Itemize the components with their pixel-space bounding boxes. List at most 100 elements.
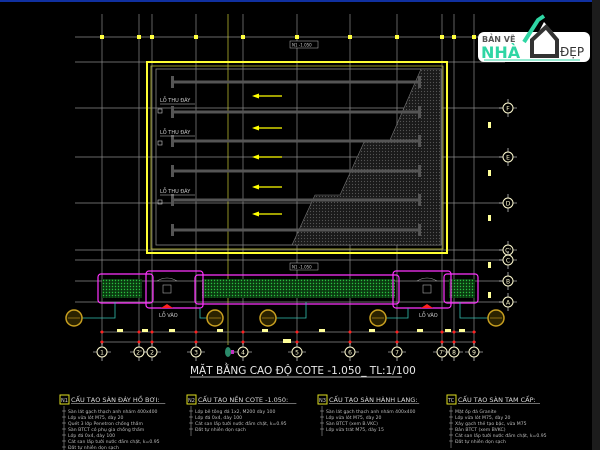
dimension-tick — [440, 340, 444, 344]
axis-bubble-icon — [502, 102, 514, 114]
note-title: CẤU TẠO SÀN ĐÁY HỒ BƠI: — [71, 394, 160, 404]
pool-lane-end — [171, 135, 174, 147]
axis-label: E — [506, 155, 510, 162]
axis-bubble-icon — [291, 346, 303, 358]
dimension-tick — [100, 340, 104, 344]
drain-label: LỖ THU ĐÁY — [160, 128, 191, 136]
logo-text-ban-ve: BẢN VẼ — [482, 33, 515, 44]
axis-label: 2' — [136, 350, 142, 357]
level-tag: N1 -1.050 — [292, 265, 312, 270]
note-line: Đất tự nhiên dọn sạch — [68, 444, 119, 450]
dimension-tick — [295, 330, 299, 334]
logo-text-dep: ĐẸP — [560, 45, 584, 59]
axis-label: 7 — [395, 350, 399, 357]
axis-label: 9 — [472, 350, 476, 357]
note-title: CẤU TẠO SÀN HÀNH LANG: — [329, 394, 418, 404]
note-line: Mặt ốp đá Granite — [455, 408, 497, 415]
flow-arrow-icon — [252, 93, 259, 99]
axis-bubble-icon — [344, 346, 356, 358]
dimension-tick — [440, 330, 444, 334]
corridor-outline — [443, 273, 479, 304]
pool-lane-bar — [172, 80, 420, 84]
axis-bubble-icon — [502, 296, 514, 308]
dimension-tick — [137, 330, 141, 334]
axis-label: 2 — [150, 350, 154, 357]
dimension-tick — [452, 340, 456, 344]
pool-lane-end — [171, 224, 174, 236]
dimension-text-mark — [262, 329, 268, 332]
pool-lane-bar — [172, 169, 420, 173]
drawing-title: MẶT BẰNG CAO ĐỘ COTE -1.050_ TL:1/100 — [190, 363, 416, 377]
drain-label: LỖ THU ĐÁY — [160, 96, 191, 104]
pool-lane-end — [418, 194, 421, 206]
logo: BẢN VẼ NHÀ ĐẸP — [478, 14, 590, 62]
axis-label: 4 — [241, 350, 245, 357]
dimension-text-mark — [217, 329, 223, 332]
pool-lane-end — [171, 106, 174, 118]
level-tag-box — [289, 40, 319, 49]
note-tag-box — [317, 394, 328, 405]
column-marker — [100, 35, 104, 39]
inlet-marker-icon — [421, 304, 433, 308]
note-line: Sàn lát gạch thạch anh nhám 400x400 — [326, 408, 416, 415]
pool-lane-end — [171, 76, 174, 88]
flow-arrow-icon — [252, 184, 259, 190]
note-tag: N1 — [61, 398, 68, 404]
axis-label: C — [506, 258, 510, 265]
note-title: CẤU TẠO NỀN COTE -1.050: — [198, 394, 288, 404]
corridor-outline — [194, 274, 400, 305]
dimension-text-mark — [459, 329, 465, 332]
column-marker — [472, 35, 476, 39]
axis-bubble-icon — [96, 346, 108, 358]
note-line: Cát san lấp tưới nước đầm chặt, k=0.95 — [195, 419, 287, 427]
flow-arrow-icon — [252, 211, 259, 217]
note-line: Cát san lấp tưới nước đầm chặt, k=0.95 — [68, 437, 160, 445]
column-marker — [440, 35, 444, 39]
axis-bubble-icon — [237, 346, 249, 358]
dimension-tick — [395, 330, 399, 334]
dimension-tick — [472, 330, 476, 334]
logo-text-nha: NHÀ — [481, 43, 521, 62]
callout-leader — [82, 302, 116, 319]
note-line: Lớp vữa lót M75, dày 20 — [326, 414, 382, 421]
pool-lane-end — [418, 76, 421, 88]
dimension-text-mark — [169, 329, 175, 332]
step-tag-icon — [162, 284, 172, 294]
drain-icon — [157, 108, 163, 114]
axis-label: 7' — [439, 350, 445, 357]
dimension-text-mark — [417, 329, 423, 332]
axis-label: 8 — [452, 350, 456, 357]
level-tag: N1 -1.050 — [292, 43, 312, 48]
drain-icon — [157, 199, 163, 205]
note-line: Cát san lấp tưới nước đầm chặt, k=0.95 — [455, 431, 547, 439]
dimension-text-mark — [488, 292, 491, 298]
right-scroll-strip[interactable] — [592, 0, 600, 450]
note-line: Lớp vữa lót M75, dày 20 — [455, 414, 511, 421]
pool-outer-wall — [146, 61, 448, 254]
axis-label: A — [506, 300, 511, 307]
note-line: Lớp vữa trát M75, dày 15 — [326, 426, 384, 433]
axis-bubble-icon — [502, 275, 514, 287]
step-arc — [156, 277, 178, 282]
dimension-tick — [137, 340, 141, 344]
drain-icon — [157, 140, 163, 146]
dimension-tick — [348, 340, 352, 344]
note-line: Bản BTCT (xem BVKC) — [455, 426, 506, 433]
column-marker — [452, 35, 456, 39]
pool-lane-end — [418, 165, 421, 177]
dimension-text-mark — [488, 215, 491, 221]
callout-leader — [386, 308, 409, 319]
axis-bubble-icon — [468, 346, 480, 358]
dimension-tick — [194, 330, 198, 334]
dimension-tick — [150, 330, 154, 334]
dimension-tick — [295, 340, 299, 344]
note-line: Xây gạch thẻ tạo bậc, vữa M75 — [455, 420, 527, 427]
note-line: Đất tự nhiên dọn sạch — [195, 426, 246, 433]
dimension-tick — [150, 340, 154, 344]
axis-label: B — [506, 279, 510, 286]
corridor-outline — [97, 273, 154, 304]
note-tag-box — [186, 394, 197, 405]
note-line: Lớp bê tông đá 1x2, M200 dày 100 — [195, 408, 275, 415]
dimension-text-mark — [488, 170, 491, 176]
